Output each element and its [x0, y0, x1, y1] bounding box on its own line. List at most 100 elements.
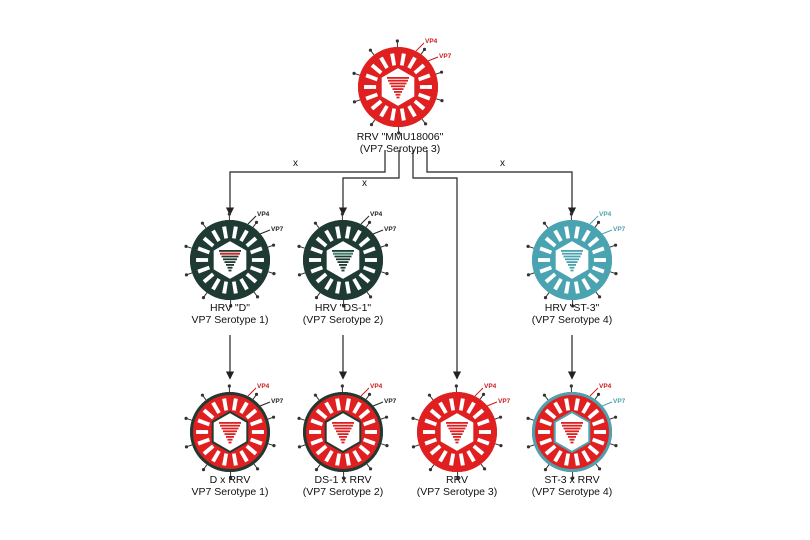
genome-segment-bar	[564, 256, 581, 258]
vp4-spike-tip	[272, 444, 275, 447]
vp4-spike-tip	[202, 468, 205, 471]
vp4-spike-tip	[482, 393, 485, 396]
particle-spoke-gap	[594, 258, 606, 262]
vp4-spike-tip	[570, 384, 573, 387]
vp4-spike-tip	[385, 272, 388, 275]
parent-rrv-particle: VP4VP7	[352, 38, 451, 135]
vp4-spike-tip	[315, 468, 318, 471]
genome-segment-bar	[397, 97, 400, 99]
genome-segment-bar	[447, 425, 467, 427]
vp4-label: VP4	[484, 383, 497, 390]
particle-spoke-gap	[479, 430, 491, 434]
particle-spoke-gap	[365, 430, 377, 434]
vp4-spike-tip	[499, 444, 502, 447]
vp4-spike-tip	[298, 445, 301, 448]
vp4-label: VP4	[370, 383, 383, 390]
vp4-spike-tip	[369, 467, 372, 470]
vp4-spike-tip	[614, 444, 617, 447]
reassortant-ds1-particle: VP4VP7	[297, 383, 396, 480]
vp4-spike-tip	[184, 417, 187, 420]
vp4-spike-tip	[314, 222, 317, 225]
genome-segment-bar	[336, 430, 350, 432]
reassortant-st3-name: ST-3 x RRV	[472, 474, 672, 486]
vp4-spike-tip	[455, 384, 458, 387]
genome-segment-bar	[450, 430, 464, 432]
vp4-spike-tip	[598, 467, 601, 470]
genome-segment-bar	[570, 267, 575, 269]
vp4-spike-tip	[440, 71, 443, 74]
vp4-spike-tip	[543, 222, 546, 225]
vp4-label: VP4	[257, 211, 270, 218]
vp4-spike-tip	[429, 468, 432, 471]
vp7-pointer-line	[602, 402, 612, 406]
connector-lines	[230, 150, 572, 378]
genome-segment-bar	[388, 80, 408, 82]
vp4-spike-tip	[527, 273, 530, 276]
genome-segment-bar	[333, 425, 353, 427]
vp7-label: VP7	[613, 226, 626, 233]
vp4-spike-tip	[411, 417, 414, 420]
genome-segment-bar	[562, 425, 582, 427]
vp7-label: VP7	[384, 226, 397, 233]
hrv-st3-name: HRV "ST-3"	[472, 302, 672, 314]
genome-segment-bar	[222, 256, 239, 258]
vp7-pointer-line	[373, 230, 383, 234]
reassortant-st3-label: ST-3 x RRV (VP7 Serotype 4)	[472, 474, 672, 498]
vp4-pointer-line	[590, 388, 598, 396]
vp7-label: VP7	[613, 398, 626, 405]
vp4-spike-tip	[614, 244, 617, 247]
genome-segment-bar	[220, 425, 240, 427]
vp4-spike-tip	[385, 416, 388, 419]
vp4-label: VP4	[257, 383, 270, 390]
genome-segment-bar	[391, 85, 405, 87]
genome-segment-bar	[567, 261, 578, 263]
vp4-spike-tip	[255, 393, 258, 396]
genome-segment-bar	[452, 433, 463, 435]
vp4-spike-tip	[185, 445, 188, 448]
vp4-spike-tip	[201, 394, 204, 397]
genome-segment-bar	[228, 439, 233, 441]
vp4-spike-tip	[423, 48, 426, 51]
vp4-spike-tip	[597, 221, 600, 224]
vp4-pointer-line	[416, 43, 424, 51]
genome-segment-bar	[342, 442, 345, 444]
genome-segment-bar	[225, 433, 236, 435]
vp4-spike-tip	[202, 296, 205, 299]
genome-segment-bar	[338, 261, 349, 263]
vp4-spike-tip	[315, 296, 318, 299]
genome-segment-bar	[396, 94, 401, 96]
genome-segment-bar	[571, 442, 574, 444]
vp4-spike-tip	[428, 394, 431, 397]
connector-rrv-to-hrv-ds1	[343, 150, 399, 214]
vp4-spike-tip	[614, 272, 617, 275]
vp4-spike-tip	[526, 417, 529, 420]
vp4-spike-tip	[385, 244, 388, 247]
vp4-spike-tip	[256, 467, 259, 470]
genome-segment-bar	[226, 436, 234, 438]
vp4-pointer-line	[590, 216, 598, 224]
genome-segment-bar	[335, 428, 352, 430]
vp4-spike-tip	[314, 394, 317, 397]
vp4-spike-tip	[424, 122, 427, 125]
particle-spoke-gap	[196, 258, 208, 262]
vp4-spike-tip	[352, 72, 355, 75]
vp7-label: VP7	[384, 398, 397, 405]
vp4-label: VP4	[599, 211, 612, 218]
vp4-label: VP4	[599, 383, 612, 390]
parent-name: RRV "MMU18006"	[300, 131, 500, 143]
vp4-spike-tip	[368, 221, 371, 224]
genome-segment-bar	[219, 250, 241, 252]
particle-spoke-gap	[538, 430, 550, 434]
vp4-pointer-line	[361, 216, 369, 224]
vp4-spike-tip	[368, 393, 371, 396]
genome-segment-bar	[332, 250, 354, 252]
vp4-spike-tip	[385, 444, 388, 447]
genome-segment-bar	[564, 428, 581, 430]
genome-segment-bar	[561, 422, 583, 424]
vp4-spike-tip	[570, 212, 573, 215]
vp4-spike-tip	[272, 272, 275, 275]
particle-spoke-gap	[252, 258, 264, 262]
genome-segment-bar	[453, 436, 461, 438]
